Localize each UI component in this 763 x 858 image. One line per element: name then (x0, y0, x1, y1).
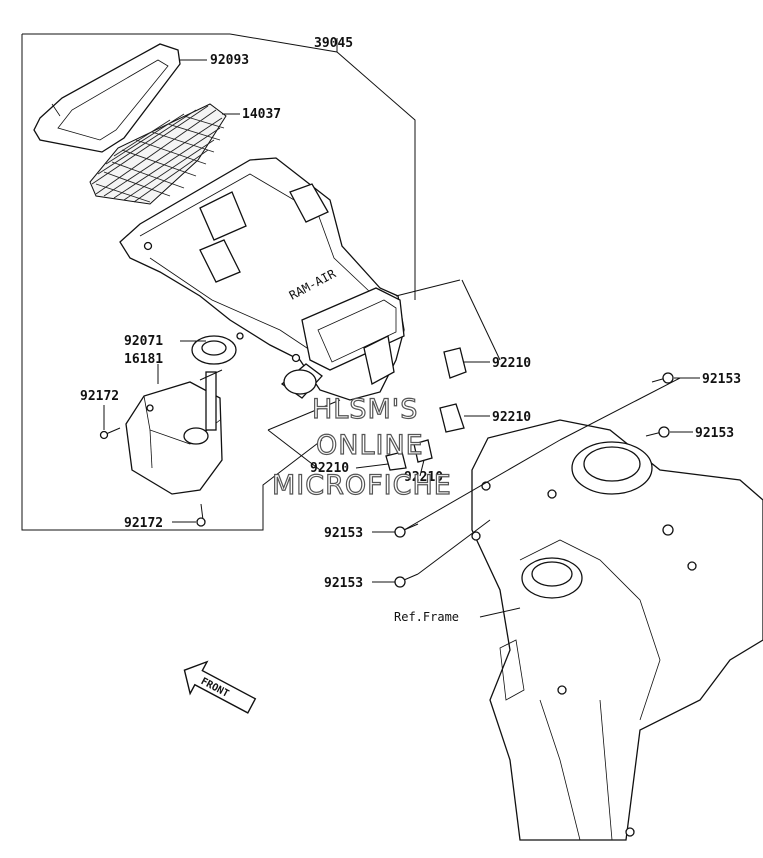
bolt-92153-right-top (651, 372, 674, 384)
callout-92210-low-b: 92210 (404, 470, 443, 485)
bolt-92172-left (99, 427, 121, 440)
callout-92153-left-upper: 92153 (324, 526, 363, 541)
frame (471, 419, 763, 841)
bolt-92153-left-lower (394, 573, 419, 588)
callouts: 39045 92093 14037 92071 16181 92172 9217… (80, 36, 741, 624)
callout-92210-mid: 92210 (492, 410, 531, 425)
callout-92172-bottom: 92172 (124, 516, 163, 531)
callout-92153-left-lower: 92153 (324, 576, 363, 591)
watermark-line-2: ONLINE (316, 430, 424, 461)
callout-92172-left: 92172 (80, 389, 119, 404)
bolt-92153-left-upper (394, 523, 419, 538)
leader-lines (103, 59, 700, 618)
callout-92153-right-top: 92153 (702, 372, 741, 387)
clips (385, 347, 467, 471)
callout-39045: 39045 (314, 36, 353, 51)
callout-92153-right-mid: 92153 (695, 426, 734, 441)
hose (280, 363, 323, 399)
callout-14037: 14037 (242, 107, 281, 122)
grommet (191, 335, 237, 365)
mesh-screen (89, 103, 227, 205)
air-duct: RAM-AIR (119, 157, 405, 401)
bolts (99, 372, 674, 588)
watermark-line-3: MICROFICHE (272, 470, 452, 501)
callout-16181: 16181 (124, 352, 163, 367)
callout-92093: 92093 (210, 53, 249, 68)
watermark: HLSM'S ONLINE MICROFICHE (271, 393, 452, 501)
vent-cover (33, 43, 181, 153)
callout-92210-upper: 92210 (492, 356, 531, 371)
callout-92071: 92071 (124, 334, 163, 349)
watermark-line-1: HLSM'S (312, 394, 418, 425)
reservoir-tank (125, 369, 223, 495)
callout-92210-low-a: 92210 (310, 461, 349, 476)
bolt-92153-right-mid (645, 426, 670, 438)
bolt-92172-bottom (196, 503, 206, 527)
front-arrow: FRONT (183, 660, 257, 714)
assembly-bracket (21, 33, 416, 531)
ref-frame-label: Ref.Frame (394, 610, 459, 624)
